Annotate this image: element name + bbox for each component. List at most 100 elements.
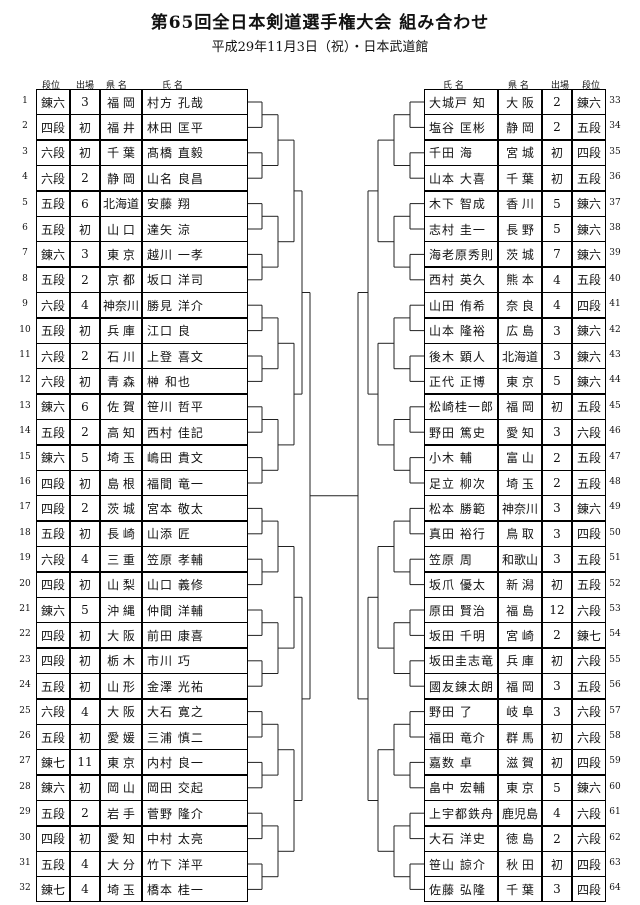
entrant-rank: 四段 [36, 114, 70, 141]
entrant-apps: 2 [70, 419, 100, 446]
entrant-apps: 2 [542, 114, 572, 141]
entrant-apps: 3 [542, 698, 572, 725]
entrant-name: 越川 一孝 [142, 241, 248, 268]
entrant-pref: 兵 庫 [100, 317, 142, 344]
entrant-number: 54 [609, 629, 621, 640]
entrant-number: 31 [19, 858, 31, 868]
entrant-rank: 五段 [572, 470, 606, 496]
entrant-pref: 愛 知 [498, 419, 542, 446]
entrant-pref: 愛 知 [100, 825, 142, 852]
entrant-apps: 3 [542, 546, 572, 573]
entrant-number: 27 [19, 756, 31, 767]
entrant-apps: 初 [70, 622, 100, 649]
entrant-rank: 錬六 [36, 89, 70, 115]
entrant-name: 笹山 諒介 [424, 851, 498, 877]
entrant-apps: 2 [542, 622, 572, 649]
entrant-name: 笠原 周 [424, 546, 498, 573]
entrant-rank: 錬六 [572, 317, 606, 344]
entrant-apps: 5 [542, 774, 572, 801]
entrant-rank: 四段 [36, 495, 70, 522]
entrant-name: 後木 顕人 [424, 343, 498, 369]
entrant-number: 14 [19, 426, 31, 437]
entrant-pref: 東 京 [100, 749, 142, 776]
entrant-apps: 3 [542, 343, 572, 369]
entrant-apps: 5 [542, 190, 572, 217]
entrant-rank: 四段 [572, 749, 606, 776]
entrant-name: 木下 智成 [424, 190, 498, 217]
entrant-pref: 滋 賀 [498, 749, 542, 776]
entrant-number: 37 [609, 197, 621, 208]
entrant-apps: 初 [542, 851, 572, 877]
entrant-name: 岡田 交起 [142, 774, 248, 801]
entrant-number: 15 [19, 451, 31, 462]
entrant-name: 内村 良一 [142, 749, 248, 776]
entrant-rank: 五段 [36, 800, 70, 827]
entrant-name: 笠原 孝輔 [142, 546, 248, 573]
entrant-name: 髙橋 直毅 [142, 139, 248, 166]
entrant-pref: 埼 玉 [498, 470, 542, 496]
entrant-apps: 3 [542, 876, 572, 903]
entrant-apps: 初 [542, 165, 572, 192]
entrant-number: 1 [22, 96, 28, 106]
entrant-name: 大石 寛之 [142, 698, 248, 725]
entrant-number: 61 [609, 807, 621, 818]
entrant-number: 41 [609, 299, 621, 310]
entrant-name: 勝見 洋介 [142, 292, 248, 319]
entrant-pref: 鳥 取 [498, 520, 542, 547]
entrant-rank: 五段 [36, 851, 70, 877]
entrant-pref: 福 島 [498, 597, 542, 623]
entrant-apps: 2 [542, 89, 572, 115]
entrant-name: 塩谷 匡彬 [424, 114, 498, 141]
entrant-name: 畠中 宏輔 [424, 774, 498, 801]
entrant-number: 13 [19, 400, 31, 411]
entrant-number: 21 [19, 604, 31, 614]
entrant-apps: 初 [70, 368, 100, 395]
entrant-pref: 静 岡 [100, 165, 142, 192]
entrant-name: 福田 竜介 [424, 724, 498, 750]
entrant-apps: 5 [542, 216, 572, 242]
entrant-pref: 三 重 [100, 546, 142, 573]
entrant-pref: 東 京 [100, 241, 142, 268]
entrant-number: 25 [19, 705, 31, 716]
entrant-number: 22 [19, 629, 31, 640]
entrant-pref: 熊 本 [498, 266, 542, 293]
entrant-name: 橋本 桂一 [142, 876, 248, 903]
entrant-rank: 四段 [572, 292, 606, 319]
entrant-rank: 錬七 [36, 749, 70, 776]
entrant-number: 29 [19, 807, 31, 818]
entrant-name: 海老原秀則 [424, 241, 498, 268]
entrant-apps: 2 [542, 444, 572, 471]
entrant-rank: 五段 [572, 546, 606, 573]
entrant-name: 市川 巧 [142, 647, 248, 674]
entrant-number: 55 [609, 654, 621, 665]
entrant-number: 49 [609, 502, 621, 513]
entrant-apps: 3 [542, 495, 572, 522]
entrant-name: 上登 喜文 [142, 343, 248, 369]
entrant-number: 3 [22, 146, 28, 157]
entrant-number: 35 [609, 146, 621, 157]
entrant-number: 19 [19, 553, 31, 564]
entrant-apps: 6 [70, 190, 100, 217]
entrant-name: 中村 太亮 [142, 825, 248, 852]
entrant-name: 三浦 慎二 [142, 724, 248, 750]
entrant-pref: 長 崎 [100, 520, 142, 547]
entrant-pref: 山 形 [100, 673, 142, 700]
entrant-rank: 六段 [572, 597, 606, 623]
entrant-pref: 福 井 [100, 114, 142, 141]
entrant-rank: 六段 [36, 368, 70, 395]
entrant-name: 野田 了 [424, 698, 498, 725]
entrant-rank: 錬六 [36, 774, 70, 801]
entrant-number: 20 [19, 578, 31, 589]
entrant-name: 野田 篤史 [424, 419, 498, 446]
entrant-pref: 広 島 [498, 317, 542, 344]
entrant-pref: 奈 良 [498, 292, 542, 319]
entrant-apps: 2 [542, 470, 572, 496]
entrant-pref: 千 葉 [100, 139, 142, 166]
entrant-rank: 四段 [36, 470, 70, 496]
entrant-rank: 錬六 [36, 241, 70, 268]
entrant-number: 17 [19, 502, 31, 513]
entrant-apps: 2 [70, 495, 100, 522]
entrant-apps: 初 [70, 673, 100, 700]
entrant-apps: 4 [70, 698, 100, 725]
entrant-pref: 埼 玉 [100, 876, 142, 903]
